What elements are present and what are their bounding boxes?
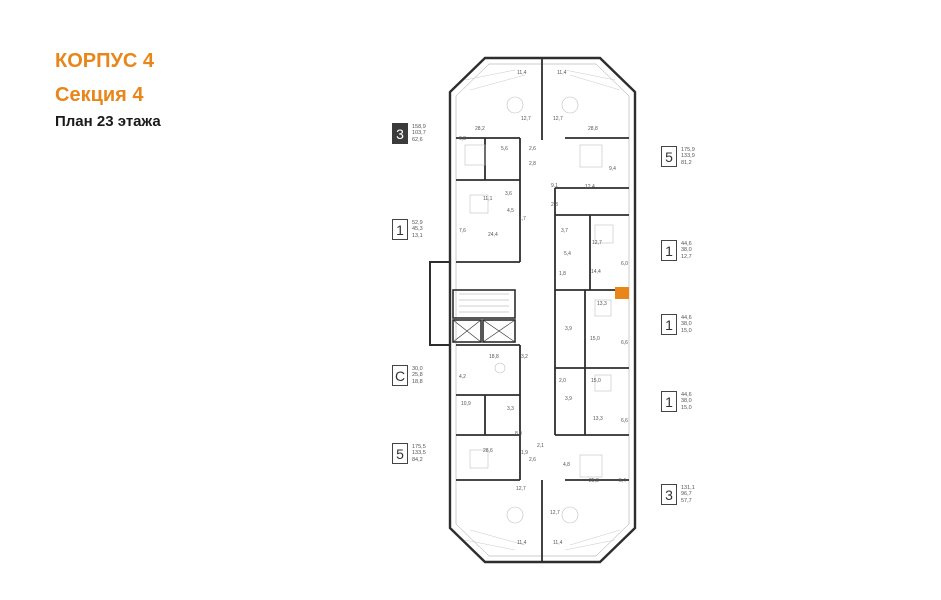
room-label: 18,8 <box>489 354 499 360</box>
room-label: 7,6 <box>459 228 466 234</box>
section-title: Секция 4 <box>55 84 144 106</box>
room-label: 15,0 <box>590 336 600 342</box>
room-label: 5,6 <box>501 146 508 152</box>
room-label: 11,4 <box>557 70 567 76</box>
room-label: 4,5 <box>507 208 514 214</box>
room-label: 24,4 <box>488 232 498 238</box>
floor-plan-title: План 23 этажа <box>55 113 161 130</box>
furniture <box>464 96 614 524</box>
room-label: 2,6 <box>529 146 536 152</box>
room-label: 3,3 <box>507 406 514 412</box>
room-label: 2,8 <box>551 202 558 208</box>
highlight-fixture <box>615 287 629 299</box>
room-label: 3,7 <box>561 228 568 234</box>
room-label: 12,7 <box>521 116 531 122</box>
unit-rooms-badge: 3 <box>392 123 408 144</box>
unit-rooms-badge: 1 <box>661 314 677 335</box>
unit-rooms-badge: 5 <box>661 146 677 167</box>
room-label: 14,4 <box>591 269 601 275</box>
interior-walls <box>456 58 629 562</box>
unit-rooms-badge: 1 <box>661 391 677 412</box>
room-label: 3,2 <box>521 354 528 360</box>
room-label: 25,8 <box>589 478 599 484</box>
room-label: 2,0 <box>559 378 566 384</box>
room-label: 10,9 <box>461 401 471 407</box>
room-label: 11,4 <box>517 70 527 76</box>
room-label: 3,9 <box>565 326 572 332</box>
room-label: 6,6 <box>621 340 628 346</box>
room-label: 6,0 <box>621 261 628 267</box>
room-label: 2,8 <box>529 161 536 167</box>
room-label: 12,4 <box>585 184 595 190</box>
room-label: 4,8 <box>563 462 570 468</box>
room-label: 1,8 <box>559 271 566 277</box>
room-label: 6,8 <box>459 136 466 142</box>
unit-rooms-badge: 5 <box>392 443 408 464</box>
room-label: 3,6 <box>505 191 512 197</box>
room-label: 28,2 <box>475 126 485 132</box>
room-area-labels: 11,4 11,4 28,2 12,7 12,7 28,8 5,6 2,6 2,… <box>459 70 628 546</box>
room-label: 1,9 <box>521 450 528 456</box>
room-label: 11,4 <box>517 540 527 546</box>
room-label: 15,0 <box>591 378 601 384</box>
floor-plan: 11,4 11,4 28,2 12,7 12,7 28,8 5,6 2,6 2,… <box>429 56 637 564</box>
room-label: 13,3 <box>597 301 607 307</box>
unit-rooms-badge: 3 <box>661 484 677 505</box>
balconies <box>464 69 621 551</box>
building-outline <box>429 56 637 564</box>
room-label: 12,7 <box>553 116 563 122</box>
room-label: 5,4 <box>564 251 571 257</box>
room-label: 5,4 <box>619 478 626 484</box>
unit-rooms-badge: 1 <box>392 219 408 240</box>
room-label: 8,0 <box>515 431 522 437</box>
unit-rooms-badge: 1 <box>661 240 677 261</box>
room-label: 12,7 <box>516 486 526 492</box>
room-label: 13,3 <box>593 416 603 422</box>
room-label: 4,2 <box>459 374 466 380</box>
room-label: 11,4 <box>553 540 563 546</box>
unit-rooms-badge: С <box>392 365 408 386</box>
room-label: 1,7 <box>519 216 526 222</box>
room-label: 3,9 <box>565 396 572 402</box>
room-label: 12,7 <box>550 510 560 516</box>
room-label: 28,8 <box>588 126 598 132</box>
room-label: 9,1 <box>551 183 558 189</box>
room-label: 6,6 <box>621 418 628 424</box>
room-label: 2,6 <box>529 457 536 463</box>
room-label: 11,1 <box>483 196 493 202</box>
room-label: 2,1 <box>537 443 544 449</box>
room-label: 9,4 <box>609 166 616 172</box>
elevator-core <box>452 289 516 343</box>
room-label: 28,6 <box>483 448 493 454</box>
room-label: 12,7 <box>592 240 602 246</box>
building-title: КОРПУС 4 <box>55 50 155 72</box>
